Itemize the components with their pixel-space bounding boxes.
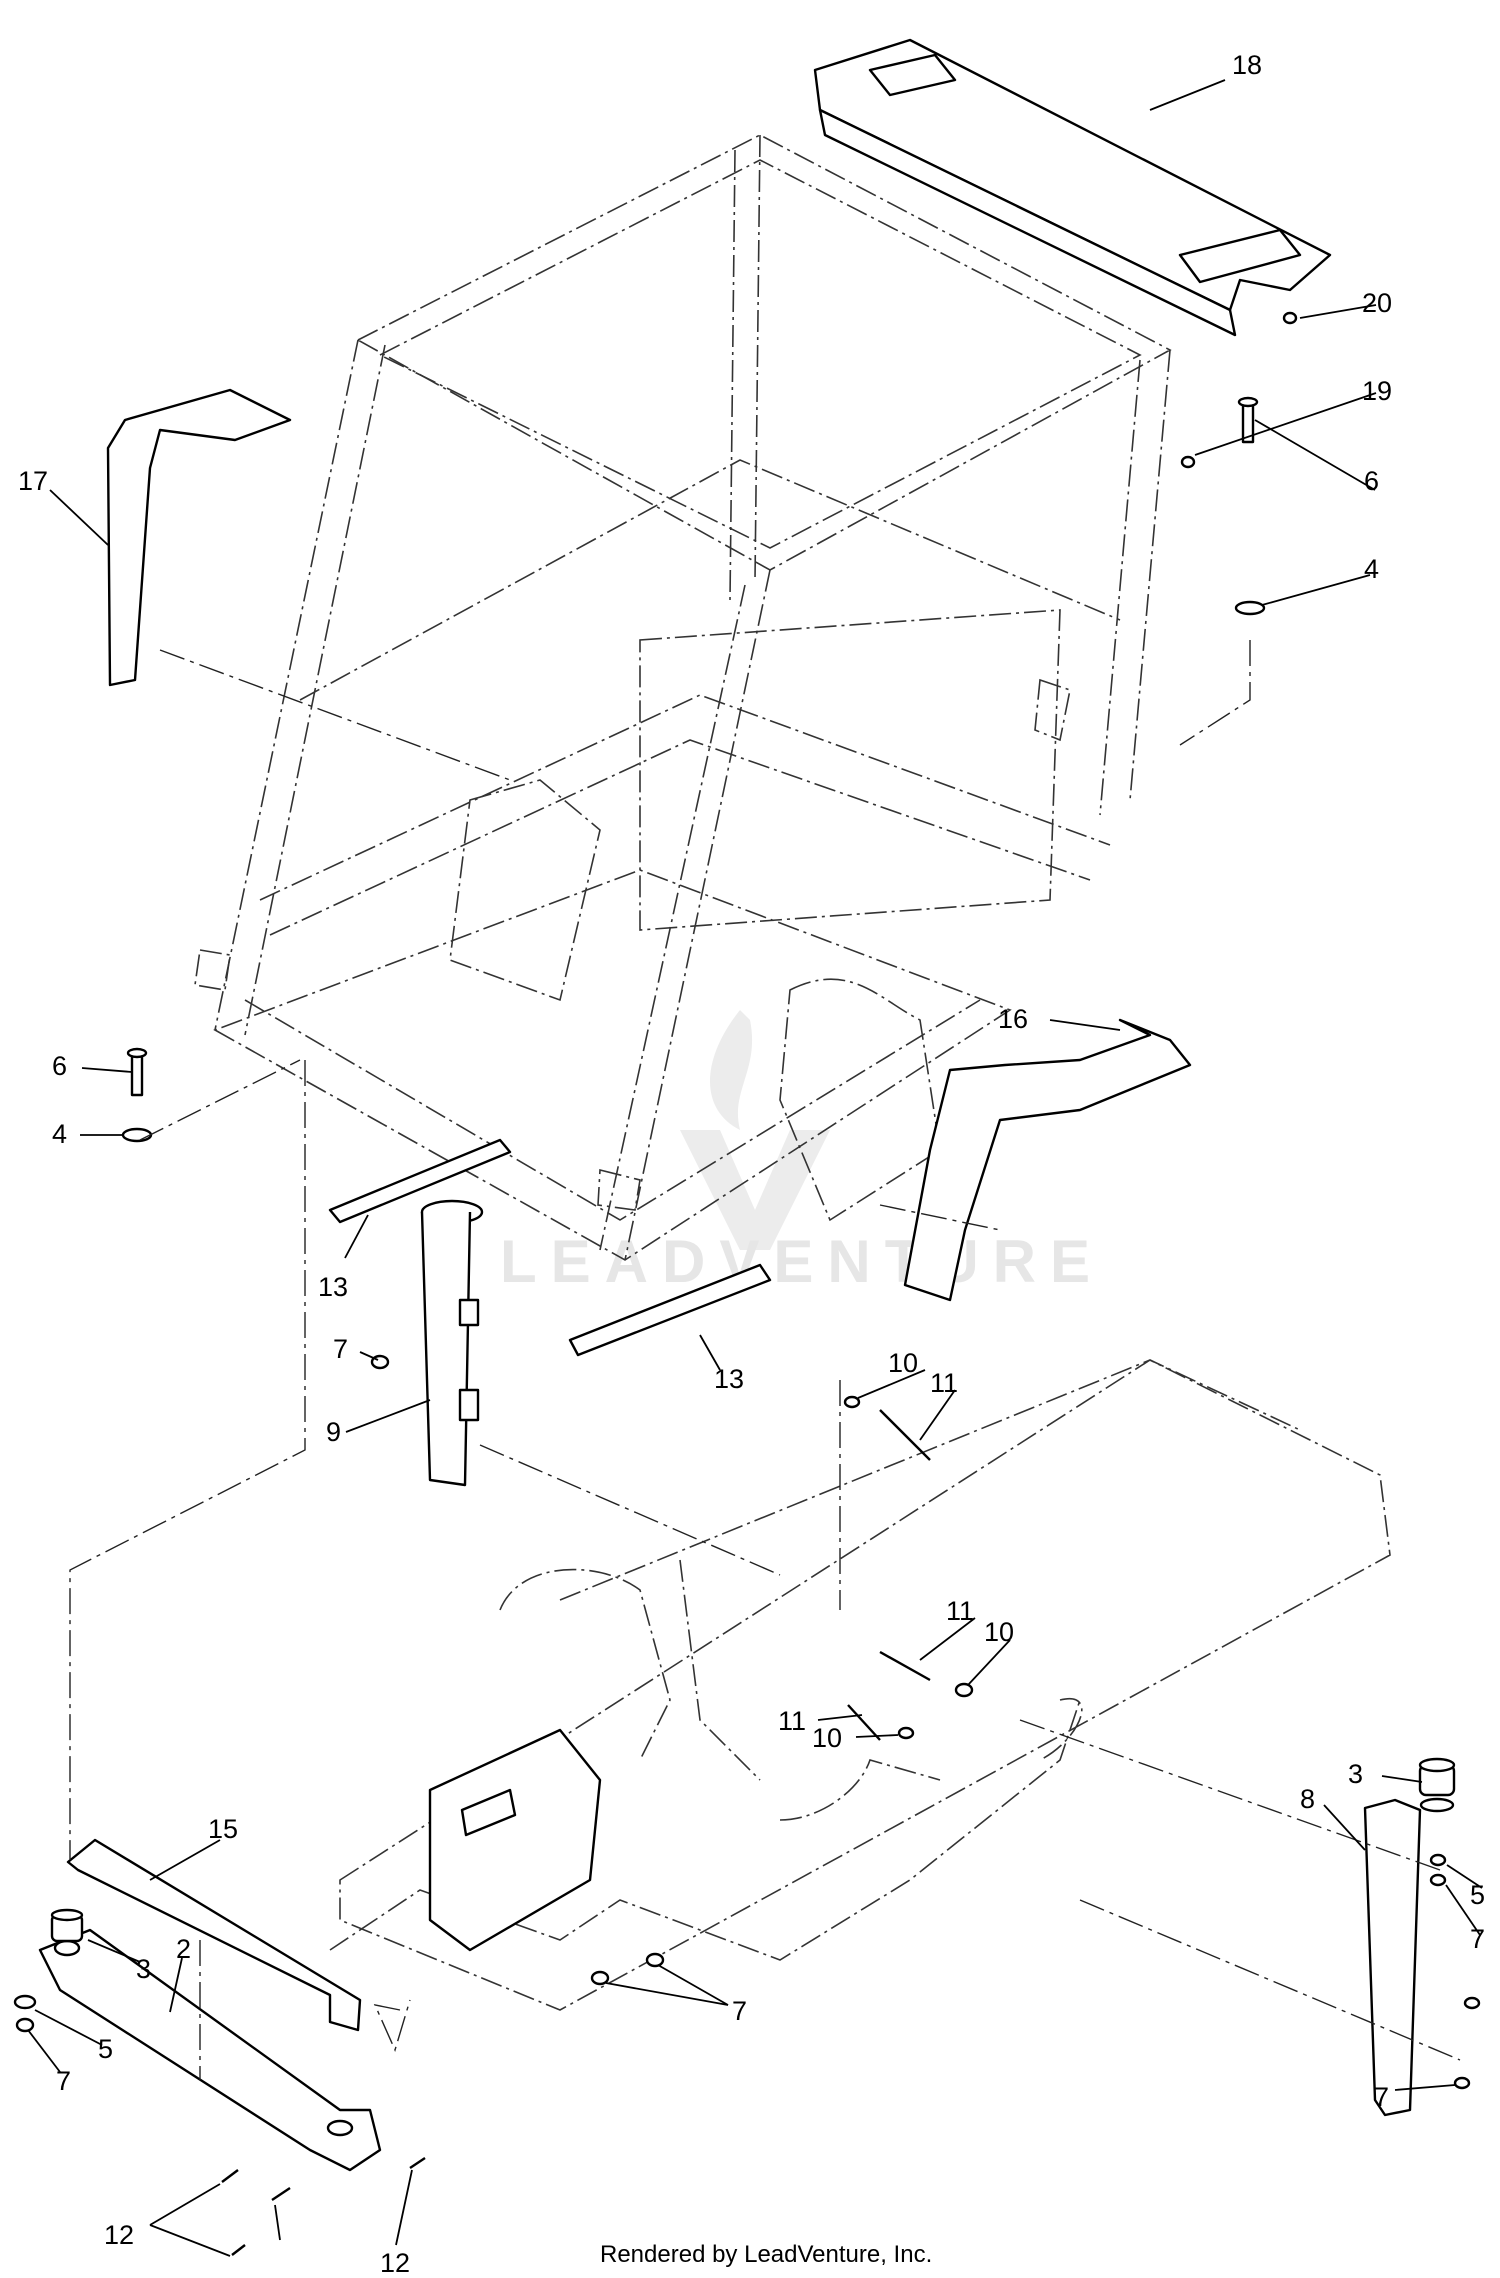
callout-c5b: 5 xyxy=(98,2034,113,2064)
washer-5-right xyxy=(1429,1853,1447,1867)
leader-lines xyxy=(27,79,1483,2257)
callout-c12b: 12 xyxy=(380,2248,410,2278)
washer-10-a xyxy=(843,1395,861,1409)
callout-c8: 8 xyxy=(1300,1784,1315,1814)
assembly-guide-lines xyxy=(69,640,1461,2080)
part-2-rear-bracket xyxy=(38,1928,382,2172)
callout-c15: 15 xyxy=(208,1814,238,1844)
bolt-12-a xyxy=(221,2169,239,2183)
bolt-12-b xyxy=(231,2244,246,2256)
pin-19 xyxy=(1180,455,1196,469)
part-8-right-bracket xyxy=(1363,1797,1455,2117)
callout-c6b: 6 xyxy=(52,1051,67,1081)
part-9-post xyxy=(420,1199,484,1487)
callout-c7e: 7 xyxy=(56,2066,71,2096)
part-17-left-grab-handle xyxy=(106,388,292,687)
callout-c13b: 13 xyxy=(714,1364,744,1394)
washer-10-b xyxy=(954,1682,974,1698)
callout-c10b: 10 xyxy=(984,1617,1014,1647)
part-16-right-grab-handle xyxy=(903,1018,1192,1302)
callout-c17: 17 xyxy=(18,466,48,496)
leadventure-watermark: LEADVENTURE xyxy=(500,1010,1104,1295)
watermark-text: LEADVENTURE xyxy=(500,1228,1104,1295)
callout-c11b: 11 xyxy=(946,1596,974,1626)
callout-c18: 18 xyxy=(1232,50,1262,80)
callout-c11c: 11 xyxy=(778,1706,806,1736)
part-3-rubber-mount-right xyxy=(1418,1757,1456,1797)
callout-c7b: 7 xyxy=(1470,1924,1485,1954)
nut-20 xyxy=(1282,311,1298,325)
callout-c3b: 3 xyxy=(136,1954,151,1984)
pin-11-b xyxy=(879,1650,931,1682)
fasteners xyxy=(13,311,1481,2256)
bolt-6-left xyxy=(130,1051,144,1097)
part-13-bars xyxy=(328,1138,772,1357)
callout-c12a: 12 xyxy=(104,2220,134,2250)
nut-7-d xyxy=(1429,1873,1447,1887)
pin-11-a xyxy=(879,1409,931,1461)
washer-4-left xyxy=(121,1127,153,1143)
callout-c3a: 3 xyxy=(1348,1759,1363,1789)
callout-c5a: 5 xyxy=(1470,1880,1485,1910)
bolt-head-6-left xyxy=(126,1047,148,1059)
footer-credit: Rendered by LeadVenture, Inc. xyxy=(600,2241,932,2268)
callout-c19: 19 xyxy=(1362,376,1392,406)
washer-5-left xyxy=(13,1994,37,2010)
nut-7-b xyxy=(590,1970,610,1986)
callout-c10c: 10 xyxy=(812,1723,842,1753)
callout-c20: 20 xyxy=(1362,288,1392,318)
nut-7-f xyxy=(1453,2076,1471,2090)
nut-7-c xyxy=(645,1952,665,1968)
cab-frame xyxy=(194,134,1172,1261)
callout-c6a: 6 xyxy=(1364,466,1379,496)
part-logo-plate xyxy=(428,1728,602,1952)
callout-c16: 16 xyxy=(998,1004,1028,1034)
part-18-rear-panel xyxy=(813,38,1332,337)
part-15-bumper xyxy=(66,1838,362,2032)
nut-7-g xyxy=(15,2017,35,2033)
callout-c2: 2 xyxy=(176,1934,191,1964)
bolt-12-d xyxy=(409,2157,426,2169)
bolt-head-6-right xyxy=(1237,396,1259,408)
washer-4-right xyxy=(1234,600,1266,616)
callout-c4a: 4 xyxy=(1364,554,1379,584)
callout-c7a: 7 xyxy=(333,1334,348,1364)
callout-c13a: 13 xyxy=(318,1272,348,1302)
bolt-12-c xyxy=(271,2187,291,2201)
callout-c9: 9 xyxy=(326,1417,341,1447)
pin-11-c xyxy=(847,1704,881,1741)
part-3-rubber-mount-left xyxy=(50,1908,84,1943)
callout-c7c: 7 xyxy=(1374,2082,1389,2112)
washer-10-c xyxy=(897,1726,915,1740)
callout-c10a: 10 xyxy=(888,1348,918,1378)
callout-c11a: 11 xyxy=(930,1368,958,1398)
callout-c7d: 7 xyxy=(732,1996,747,2026)
callout-labels: 1820196417166413137910111110111038577715… xyxy=(18,50,1485,2278)
callout-c4b: 4 xyxy=(52,1119,67,1149)
nut-7-e xyxy=(1463,1996,1481,2010)
